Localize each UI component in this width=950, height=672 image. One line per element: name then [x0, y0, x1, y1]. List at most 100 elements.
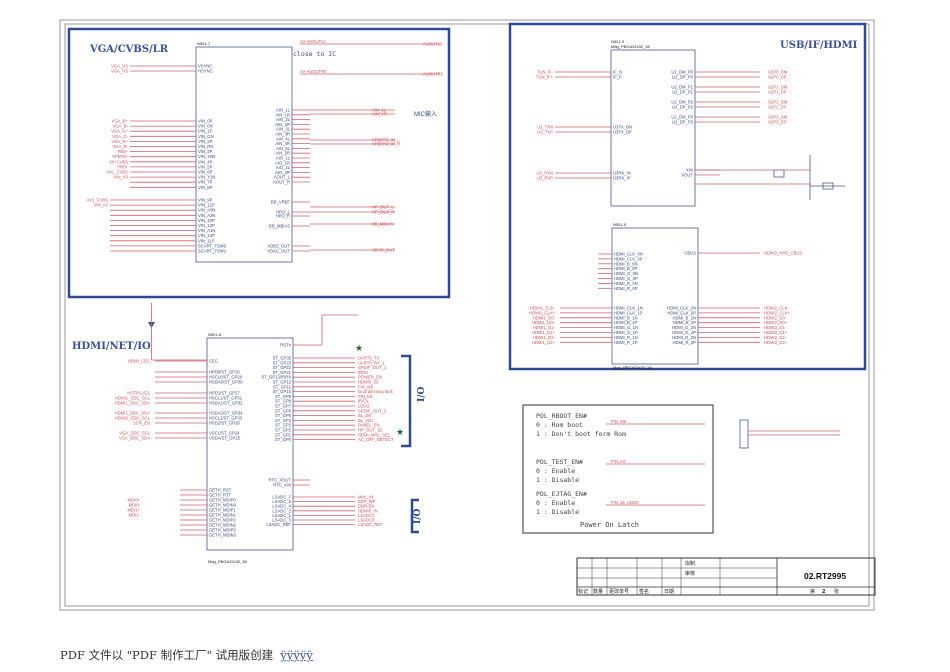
u3-pin-left: IF_P — [613, 75, 622, 80]
net-label: HDMI2_D0+ — [764, 320, 788, 325]
u7-pin-right: AOUT_L — [274, 175, 291, 180]
u6-pin-right: ST_GP22 — [273, 365, 292, 370]
u7-pin-left: VIN_Y0N — [198, 154, 215, 159]
chip-n501-3 — [610, 49, 696, 207]
u5-pin-right: CBUS — [684, 251, 696, 256]
u7-pin-right: AIN_3R — [275, 132, 290, 137]
u7-pin-left: VIN_2P — [198, 139, 213, 144]
document-number: 02.RT2995 — [804, 571, 846, 581]
footer-text: PDF 文件以 "PDF 制作工厂" 试用版创建 — [60, 648, 281, 662]
u6-pin-right: ST_GP0 — [275, 437, 292, 442]
u6-pin-right: ST_GP23 — [273, 360, 292, 365]
latch-text: POL_RBOOT_EN# — [536, 412, 587, 420]
net-label: U3_RXN — [536, 171, 553, 176]
net-label: Y0+CVBS — [109, 159, 128, 164]
u7-pin-left: VIN_A2N — [198, 213, 215, 218]
u7-pin-left: HSYNC — [198, 69, 213, 74]
u5-pin-left: HDMI_G_1N — [614, 325, 638, 330]
u7-pin-left: VIN_13P — [198, 223, 215, 228]
net-label: VGA_VS — [111, 64, 128, 69]
u7-pin-left: VIN_1P — [198, 129, 213, 134]
u6-pin-left: HSCL0/ST_GP29 — [209, 375, 243, 380]
u7-pin-right: AIO_1R — [275, 160, 290, 165]
outer-frame — [59, 19, 875, 611]
u6-pin-right: ST_GP8 — [275, 399, 292, 404]
net-label: U2P3_DP — [768, 120, 787, 125]
net-label: IRRX — [358, 370, 368, 375]
u7-pin-right: AIN_4R — [275, 141, 290, 146]
u5-pin-left: HDMI_B_1N — [614, 315, 638, 320]
net-label: MHL_IN — [358, 495, 373, 500]
net-label: TUN_IF- — [537, 70, 554, 75]
u3-pin-right: U2_DM_P1 — [671, 85, 693, 90]
title-block — [576, 557, 876, 596]
net-label: LSADC0 — [358, 518, 375, 523]
footer-link[interactable]: ÿÿÿÿÿ — [280, 648, 313, 662]
u7-pin-right: HPO_R — [276, 214, 290, 219]
u6-pin-right: ST_GP10 — [273, 389, 292, 394]
u3-pin-right: U2_DP_P0 — [672, 75, 694, 80]
net-label: HP_OUT_JD — [358, 428, 382, 433]
net-label: VGA_R- — [112, 144, 128, 149]
u7-pin-left: VIN_6P — [198, 170, 213, 175]
u5-pin-right: HDMI_G_2N — [672, 325, 696, 330]
net-label: U3_TXN — [537, 125, 553, 130]
u6-pin-left: VSDA/ST_GP25 — [209, 436, 241, 441]
u7-pin-right: AIN_5R — [275, 151, 290, 156]
net-label: HDMI2_HPD_CBUS — [764, 251, 802, 256]
latch-text: 0 : Enable — [536, 467, 575, 475]
u5-pin-left: HDMI_B_1P — [614, 320, 637, 325]
u6-pin-left: HPD1/ST_GP27 — [209, 391, 240, 396]
u7-pin-left: VIN_RN — [198, 144, 213, 149]
net-label: VGA_DDC_SCL — [119, 431, 150, 436]
net-label: HDMI2_D1- — [764, 325, 787, 330]
net-label: SPDIF_OUT_1 — [358, 365, 387, 370]
chip-n501-6 — [206, 337, 294, 551]
usb-block — [508, 22, 867, 371]
u7-pin-right: BB_MBIAS — [269, 224, 290, 229]
u7-pin-right: AIN_4L — [276, 136, 291, 141]
u6-pin-right: LSADC_6 — [272, 499, 291, 504]
vga-block — [67, 27, 451, 299]
u5-pin-right: HDMI_G_2P — [672, 330, 696, 335]
u7-pin-left: VIN_0N — [198, 124, 213, 129]
u3-pin-right: U2_DM_P3 — [671, 115, 693, 120]
u6-pin-right: RTC_XOUT — [269, 478, 292, 483]
net-label: VGA_G+ — [111, 129, 128, 134]
u7-pin-left: VIN_10P — [198, 218, 215, 223]
net-label: SCN_EN — [133, 421, 150, 426]
net-label: VGA_G- — [112, 134, 128, 139]
u5-pin-left: HDMI_R_0P — [614, 286, 638, 291]
net-label: HDMI1_D2+ — [532, 340, 556, 345]
net-label: MDI1+ — [128, 508, 141, 513]
u7-pin-right: AOUT_R — [273, 180, 290, 185]
u6-pin-right: ST_GP13/IRRX — [261, 375, 291, 380]
u6-pin-right: ST_GP1 — [275, 432, 292, 437]
net-label: VIN_A0 — [94, 203, 109, 208]
chip-n501-7-ref: N501-7 — [197, 41, 211, 46]
net-label: HOTPLUG1 — [127, 391, 150, 396]
chip-n501-6-pkg: Mag_PBGA32x32_38 — [208, 559, 247, 564]
u7-pin-left: VIN_8P — [198, 185, 213, 190]
net-label: VDAC_OUT — [372, 248, 395, 253]
net-label: HDMI1_D1- — [533, 325, 556, 330]
latch-text: 1 : Disable — [536, 508, 579, 516]
u7-pin-left: VIN_3P — [198, 149, 213, 154]
u7-pin-left: VIN_11P — [198, 238, 215, 243]
u6-pin-left: GETH_MDIN3 — [209, 533, 237, 538]
vga-block-title: VGA/CVBS/LR — [89, 44, 169, 55]
u5-pin-right: HDMI_B_2P — [673, 320, 696, 325]
latch-text: 1 : Don't boot form Rom — [536, 430, 626, 438]
u7-pin-left: VIN_Y1N — [198, 175, 215, 180]
u3-pin-left: U3TX_DN — [613, 125, 632, 130]
net-label: HDMI2_D0- — [764, 315, 787, 320]
chip-n501-6-ref: N501-6 — [208, 332, 222, 337]
net-label: SPDIF_OUT_2 — [358, 408, 387, 413]
u5-pin-left: HDMI_CLK_1P — [614, 310, 643, 315]
title-block-drawn: 拟制 — [685, 560, 695, 567]
net-label: AC_OFF_DETECT — [358, 437, 394, 442]
u3-pin-right: U2_DP_P2 — [672, 105, 694, 110]
net-label: YPbPr0- — [112, 154, 128, 159]
u5-pin-left: HDMI_CLK_1N — [614, 306, 643, 311]
net-label: POWER_EN — [358, 375, 382, 380]
